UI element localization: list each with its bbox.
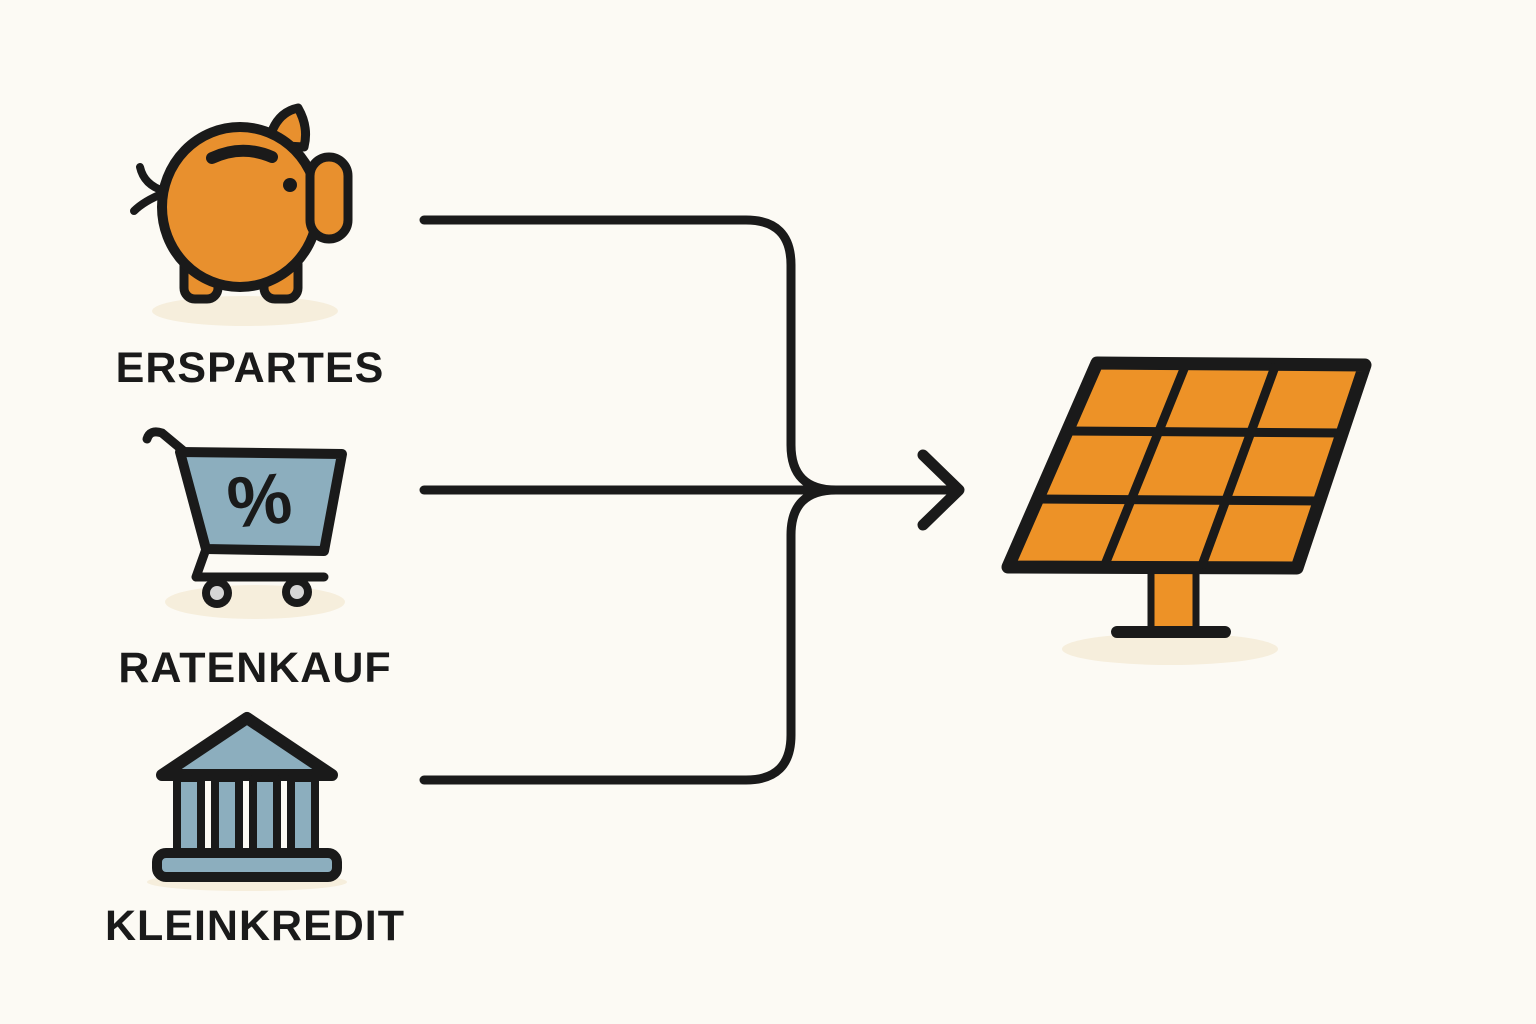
cart-handle [142,427,191,458]
label-ratenkauf: RATENKAUF [118,644,392,692]
label-kleinkredit: KLEINKREDIT [104,902,406,950]
bank-column [211,774,243,859]
cart-wheel-hub [210,586,224,600]
label-erspartes: ERSPARTES [115,344,385,392]
cart-basket [175,447,347,556]
panel-shadow [1062,633,1278,665]
bank-icon [147,712,347,891]
connector-bottom [419,485,841,785]
bank-column [287,774,319,859]
cart-shadow [165,585,345,619]
piggy-snout [305,152,353,244]
solar-panel-icon [1001,356,1372,665]
bank-pediment [156,712,338,781]
connector-top [419,215,841,495]
coin-slot [206,144,278,164]
panel-frame [1001,356,1372,575]
panel-foot [1111,626,1231,638]
cart-wheel-hub [290,585,304,599]
percent-symbol: % [224,458,296,544]
panel-stem [1147,564,1200,634]
bank-base [152,848,342,882]
bank-column [249,774,281,859]
cart-chassis [191,544,329,582]
shopping-cart-icon: % [142,427,347,619]
arrow-icon [917,449,965,531]
bank-column [173,774,205,859]
piggy-shadow [152,296,338,326]
piggy-eye [283,178,297,192]
panel-grid [1037,362,1343,570]
piggy-bank-icon [130,103,353,326]
